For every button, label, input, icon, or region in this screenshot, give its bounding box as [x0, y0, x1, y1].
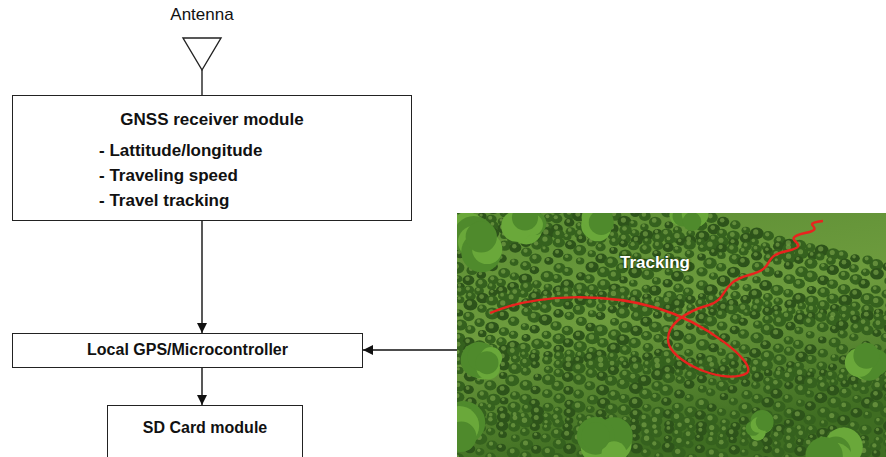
antenna-symbol	[183, 38, 221, 95]
box-label: SD Card module	[116, 418, 294, 438]
gnss-module-box: GNSS receiver module - Lattitude/longitud…	[12, 95, 412, 221]
tracking-photo: Tracking	[457, 213, 886, 457]
antenna-label: Antenna	[142, 4, 262, 26]
flow-arrow	[201, 368, 202, 405]
module-title: GNSS receiver module	[23, 108, 401, 132]
microcontroller-box: Local GPS/Microcontroller	[12, 333, 363, 368]
feature-bullet: - Lattitude/longitude	[99, 138, 401, 163]
flow-arrow	[201, 221, 202, 333]
hillside-photo	[457, 213, 886, 457]
track-line	[490, 221, 823, 377]
box-label: Local GPS/Microcontroller	[21, 340, 354, 360]
antenna-feed-line	[201, 70, 202, 95]
feature-bullet: - Traveling speed	[99, 163, 401, 188]
flow-arrow	[363, 349, 457, 350]
photo-caption: Tracking	[620, 253, 690, 273]
antenna-triangle	[183, 38, 221, 70]
sd-card-box: SD Card module	[107, 405, 303, 457]
feature-bullet: - Travel tracking	[99, 188, 401, 213]
